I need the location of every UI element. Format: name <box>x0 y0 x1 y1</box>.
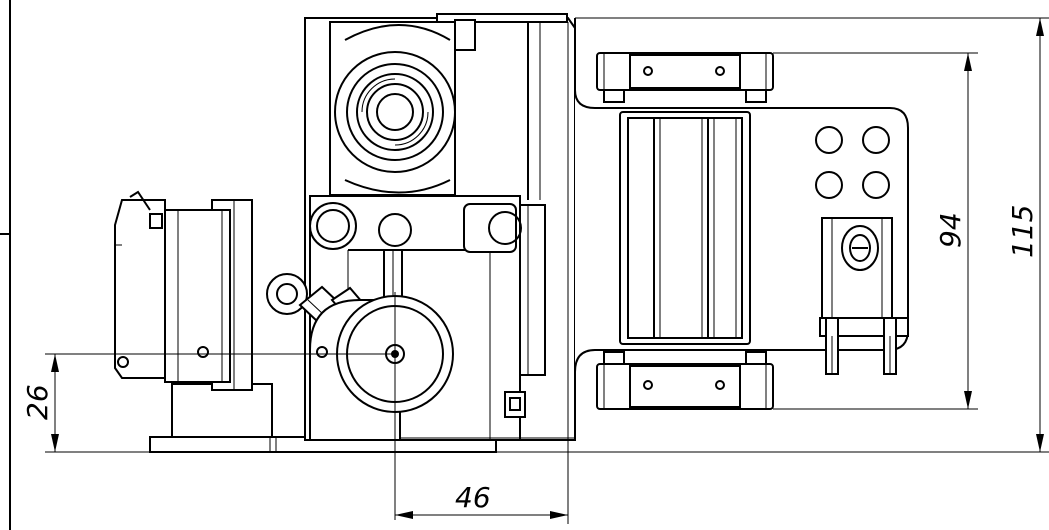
motor-assembly <box>114 190 273 438</box>
bottom-clamp <box>596 351 774 410</box>
dimension-46: 46 <box>395 440 569 524</box>
frame-border <box>0 0 11 530</box>
hinge-bracket <box>819 217 909 375</box>
top-clamp <box>596 52 774 103</box>
dimension-115-label: 115 <box>1006 205 1039 258</box>
dimension-46-label: 46 <box>455 481 491 514</box>
dimension-26: 26 <box>21 353 395 453</box>
dimension-26-label: 26 <box>21 384 54 420</box>
dimension-115: 115 <box>496 17 1049 453</box>
guide-bosses <box>309 202 522 301</box>
cylinder-block <box>619 111 751 345</box>
dimension-94-label: 94 <box>934 212 967 248</box>
upper-roller <box>329 19 476 196</box>
dimension-94: 94 <box>773 52 978 410</box>
